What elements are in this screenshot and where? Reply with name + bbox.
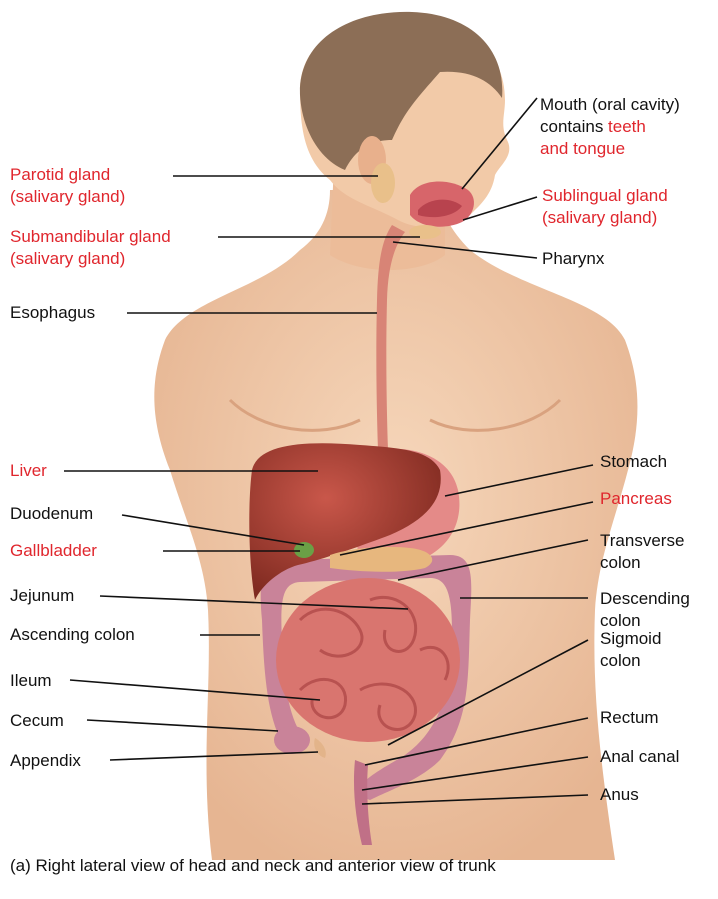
label-anus: Anus [600, 784, 639, 806]
label-sigmoid-line2: colon [600, 650, 661, 672]
figure-caption: (a) Right lateral view of head and neck … [10, 855, 496, 877]
label-transverse-line2: colon [600, 552, 684, 574]
label-esophagus: Esophagus [10, 302, 95, 324]
parotid-gland-shape [371, 163, 395, 203]
label-descending-colon: Descending colon [600, 588, 690, 632]
label-tongue: and tongue [540, 138, 680, 160]
label-mouth-line2: contains teeth [540, 116, 680, 138]
label-ileum: Ileum [10, 670, 52, 692]
label-sigmoid-colon: Sigmoid colon [600, 628, 661, 672]
small-intestine-shape [276, 578, 460, 742]
label-sublingual-line1: Sublingual gland [542, 185, 668, 207]
label-parotid-line1: Parotid gland [10, 164, 125, 186]
label-submandibular-gland: Submandibular gland (salivary gland) [10, 226, 171, 270]
label-parotid-line2: (salivary gland) [10, 186, 125, 208]
label-ascending-colon: Ascending colon [10, 624, 135, 646]
label-pancreas: Pancreas [600, 488, 672, 510]
label-liver: Liver [10, 460, 47, 482]
label-mouth-line1: Mouth (oral cavity) [540, 94, 680, 116]
label-transverse-line1: Transverse [600, 530, 684, 552]
label-jejunum: Jejunum [10, 585, 74, 607]
label-descending-line1: Descending [600, 588, 690, 610]
label-sublingual-gland: Sublingual gland (salivary gland) [542, 185, 668, 229]
label-gallbladder: Gallbladder [10, 540, 97, 562]
label-submandibular-line2: (salivary gland) [10, 248, 171, 270]
label-transverse-colon: Transverse colon [600, 530, 684, 574]
label-pharynx: Pharynx [542, 248, 604, 270]
label-anal-canal: Anal canal [600, 746, 679, 768]
label-duodenum: Duodenum [10, 503, 93, 525]
label-parotid-gland: Parotid gland (salivary gland) [10, 164, 125, 208]
label-appendix: Appendix [10, 750, 81, 772]
label-teeth: teeth [608, 117, 646, 136]
cecum-shape [274, 726, 310, 754]
label-mouth-contains: contains [540, 117, 608, 136]
label-stomach: Stomach [600, 451, 667, 473]
label-sublingual-line2: (salivary gland) [542, 207, 668, 229]
label-rectum: Rectum [600, 707, 659, 729]
label-submandibular-line1: Submandibular gland [10, 226, 171, 248]
label-mouth: Mouth (oral cavity) contains teeth and t… [540, 94, 680, 160]
label-sigmoid-line1: Sigmoid [600, 628, 661, 650]
label-cecum: Cecum [10, 710, 64, 732]
